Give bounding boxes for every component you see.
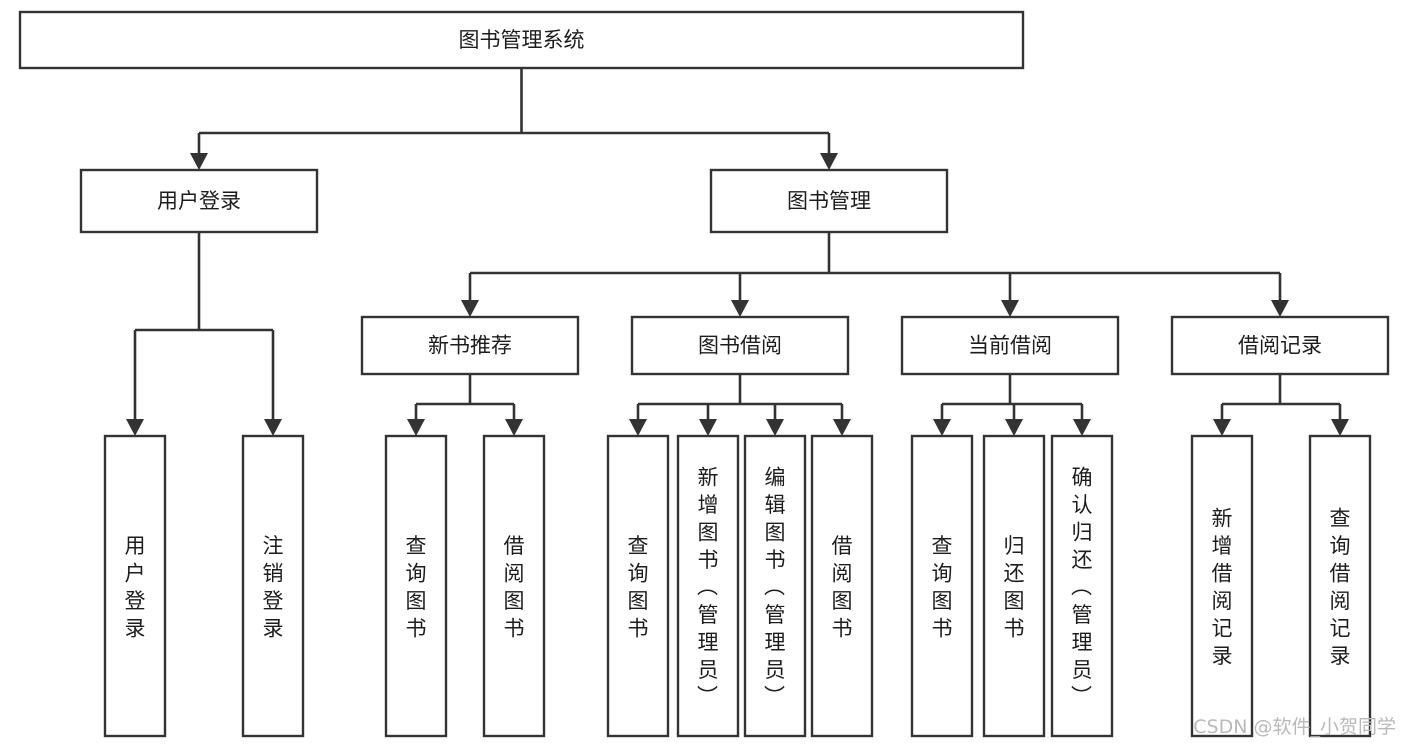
node-leaf-edit-book[interactable]: 编辑图书（管理员） bbox=[743, 434, 807, 738]
node-book-manage-box[interactable] bbox=[709, 168, 949, 234]
node-leaf-query-book-3-box[interactable] bbox=[910, 434, 974, 738]
node-leaf-add-record-label: 新增借阅记录 bbox=[1212, 507, 1233, 669]
node-current-borrow-box[interactable] bbox=[900, 315, 1120, 376]
watermark: CSDN @软件_小贺同学 bbox=[1193, 716, 1396, 738]
node-new-book-rec-label: 新书推荐 bbox=[428, 334, 512, 358]
node-book-borrow-box[interactable] bbox=[630, 315, 850, 376]
node-book-manage[interactable]: 图书管理 bbox=[709, 168, 949, 234]
node-leaf-borrow-book-2-label: 借阅图书 bbox=[832, 534, 853, 641]
node-leaf-edit-book-box[interactable] bbox=[743, 434, 807, 738]
node-leaf-return-book-box[interactable] bbox=[982, 434, 1046, 738]
node-book-borrow[interactable]: 图书借阅 bbox=[630, 315, 850, 376]
node-root-label: 图书管理系统 bbox=[459, 28, 585, 52]
conn-book-borrow-arrow-2 bbox=[766, 419, 784, 436]
node-leaf-query-book-1-label: 查询图书 bbox=[406, 534, 427, 641]
conn-current-borrow-arrow-0 bbox=[933, 419, 951, 436]
node-borrow-record-box[interactable] bbox=[1170, 315, 1390, 376]
conn-book-manage-arrow-0 bbox=[461, 300, 479, 317]
node-leaf-add-record[interactable]: 新增借阅记录 bbox=[1190, 434, 1254, 738]
conn-book-manage-arrow-3 bbox=[1271, 300, 1289, 317]
node-leaf-borrow-book-1-box[interactable] bbox=[482, 434, 546, 738]
node-new-book-rec[interactable]: 新书推荐 bbox=[360, 315, 580, 376]
node-leaf-logout[interactable]: 注销登录 bbox=[241, 434, 305, 738]
node-leaf-query-book-3[interactable]: 查询图书 bbox=[910, 434, 974, 738]
connector-layer bbox=[126, 68, 1349, 436]
node-root-box[interactable] bbox=[18, 10, 1025, 70]
node-current-borrow[interactable]: 当前借阅 bbox=[900, 315, 1120, 376]
conn-current-borrow-arrow-2 bbox=[1073, 419, 1091, 436]
conn-book-borrow-arrow-1 bbox=[699, 419, 717, 436]
node-leaf-query-book-3-label: 查询图书 bbox=[932, 534, 953, 641]
node-leaf-query-book-2-label: 查询图书 bbox=[628, 534, 649, 641]
node-borrow-record[interactable]: 借阅记录 bbox=[1170, 315, 1390, 376]
conn-book-manage-arrow-1 bbox=[731, 300, 749, 317]
node-leaf-query-book-1-box[interactable] bbox=[384, 434, 448, 738]
node-layer: 图书管理系统用户登录图书管理新书推荐图书借阅当前借阅借阅记录用户登录注销登录查询… bbox=[18, 10, 1390, 738]
conn-root-arrow-0 bbox=[190, 153, 208, 170]
node-leaf-borrow-book-2-box[interactable] bbox=[810, 434, 874, 738]
node-leaf-logout-label: 注销登录 bbox=[263, 534, 284, 641]
node-book-borrow-label: 图书借阅 bbox=[698, 334, 782, 358]
node-leaf-user-login-label: 用户登录 bbox=[125, 534, 146, 641]
node-book-manage-label: 图书管理 bbox=[787, 189, 871, 213]
conn-root-arrow-1 bbox=[820, 153, 838, 170]
conn-user-login-arrow-0 bbox=[126, 419, 144, 436]
node-root[interactable]: 图书管理系统 bbox=[18, 10, 1025, 70]
node-leaf-query-record[interactable]: 查询借阅记录 bbox=[1308, 434, 1372, 738]
node-leaf-add-book-label: 新增图书（管理员） bbox=[697, 465, 719, 709]
node-leaf-confirm-return-box[interactable] bbox=[1050, 434, 1114, 738]
node-user-login-box[interactable] bbox=[79, 168, 319, 234]
node-leaf-add-book[interactable]: 新增图书（管理员） bbox=[676, 434, 740, 738]
node-new-book-rec-box[interactable] bbox=[360, 315, 580, 376]
node-leaf-query-book-1[interactable]: 查询图书 bbox=[384, 434, 448, 738]
node-leaf-confirm-return-label: 确认归还（管理员） bbox=[1071, 465, 1093, 709]
conn-new-book-rec-arrow-1 bbox=[505, 419, 523, 436]
conn-user-login-arrow-1 bbox=[264, 419, 282, 436]
node-leaf-add-book-box[interactable] bbox=[676, 434, 740, 738]
node-leaf-query-record-box[interactable] bbox=[1308, 434, 1372, 738]
node-leaf-borrow-book-1[interactable]: 借阅图书 bbox=[482, 434, 546, 738]
conn-book-borrow-arrow-0 bbox=[629, 419, 647, 436]
node-leaf-return-book-label: 归还图书 bbox=[1004, 534, 1025, 641]
node-leaf-confirm-return[interactable]: 确认归还（管理员） bbox=[1050, 434, 1114, 738]
node-user-login-label: 用户登录 bbox=[157, 189, 241, 213]
node-current-borrow-label: 当前借阅 bbox=[968, 334, 1052, 358]
node-leaf-logout-box[interactable] bbox=[241, 434, 305, 738]
conn-current-borrow-arrow-1 bbox=[1005, 419, 1023, 436]
conn-new-book-rec-arrow-0 bbox=[407, 419, 425, 436]
node-leaf-query-book-2-box[interactable] bbox=[606, 434, 670, 738]
node-leaf-borrow-book-1-label: 借阅图书 bbox=[504, 534, 525, 641]
node-borrow-record-label: 借阅记录 bbox=[1238, 334, 1322, 358]
conn-borrow-record-arrow-1 bbox=[1331, 419, 1349, 436]
conn-book-borrow-arrow-3 bbox=[833, 419, 851, 436]
node-leaf-return-book[interactable]: 归还图书 bbox=[982, 434, 1046, 738]
conn-borrow-record-arrow-0 bbox=[1213, 419, 1231, 436]
node-user-login[interactable]: 用户登录 bbox=[79, 168, 319, 234]
node-leaf-edit-book-label: 编辑图书（管理员） bbox=[764, 465, 786, 709]
node-leaf-borrow-book-2[interactable]: 借阅图书 bbox=[810, 434, 874, 738]
node-leaf-add-record-box[interactable] bbox=[1190, 434, 1254, 738]
node-leaf-user-login-box[interactable] bbox=[103, 434, 167, 738]
conn-book-manage-arrow-2 bbox=[1001, 300, 1019, 317]
node-leaf-user-login[interactable]: 用户登录 bbox=[103, 434, 167, 738]
node-leaf-query-book-2[interactable]: 查询图书 bbox=[606, 434, 670, 738]
node-leaf-query-record-label: 查询借阅记录 bbox=[1330, 507, 1351, 669]
